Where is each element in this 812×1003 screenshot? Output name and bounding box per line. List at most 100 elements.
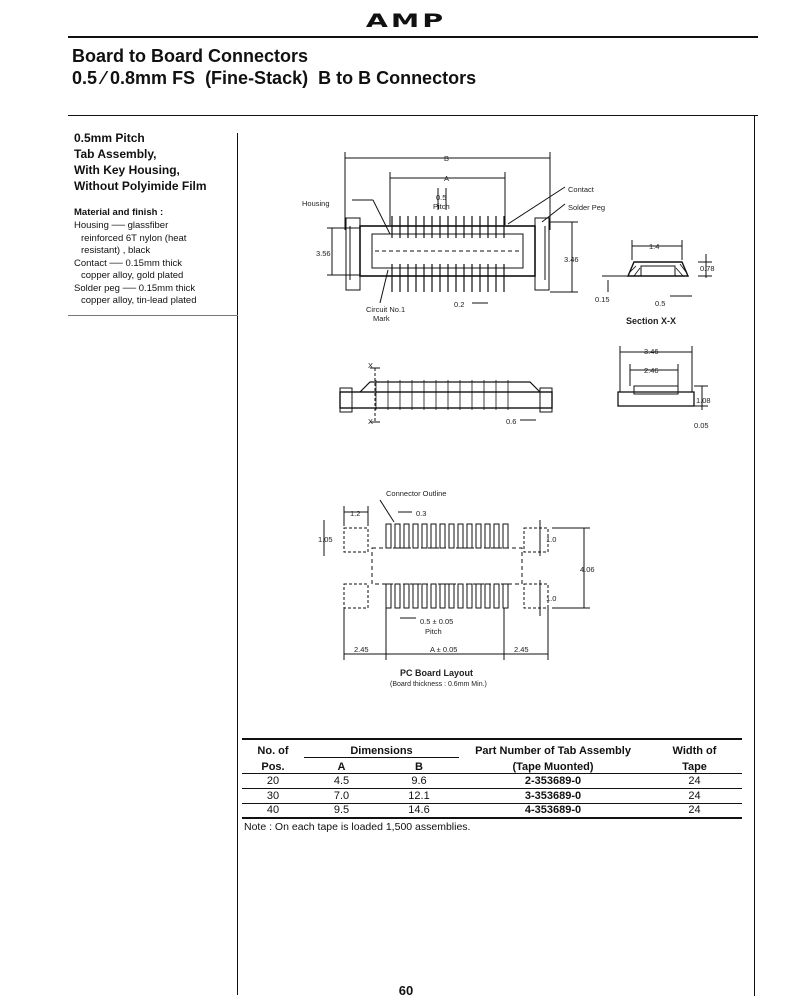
dim-14-label: 1.4 (649, 242, 659, 251)
contact-label: Contact (568, 185, 595, 194)
side-end-view (617, 391, 695, 407)
table-header-row: Pos. A B (Tape Muonted) Tape (242, 757, 742, 773)
cell-a: 7.0 (304, 787, 379, 803)
material-line: copper alloy, gold plated (81, 270, 184, 281)
dim-015-label: 0.15 (595, 295, 610, 304)
table-row: 20 4.5 9.6 2-353689-0 24 (242, 772, 742, 788)
dim-245-right-label: 2.45 (514, 645, 529, 654)
pcb-caption: PC Board Layout (400, 668, 473, 678)
connector-outline (371, 547, 523, 585)
material-line: copper alloy, tin-lead plated (81, 295, 197, 306)
cell-width: 24 (647, 772, 742, 788)
section-profile (626, 261, 690, 277)
upper-contacts (391, 216, 505, 238)
col-header-pos: No. of (242, 738, 304, 757)
dim-356-label: 3.56 (316, 249, 331, 258)
material-line: Housing ── glassfiber (74, 220, 169, 231)
main-view-labels: B A 0.5 Pitch Housing Contact Solder Peg… (302, 154, 605, 323)
pcb-layout (323, 499, 590, 660)
pcb-labels: Connector Outline 1.2 0.3 1.05 1.0 4.06 … (318, 489, 595, 688)
dim-346b-label: 3.46 (644, 347, 659, 356)
section-caption: Section X-X (626, 316, 676, 326)
title-divider (68, 115, 758, 116)
dim-105-label: 1.05 (318, 535, 333, 544)
dim-108-label: 1.08 (696, 396, 711, 405)
dim-a-tol-label: A ± 0.05 (430, 645, 457, 654)
spec-table: No. of Dimensions Part Number of Tab Ass… (242, 738, 742, 819)
table-note: Note : On each tape is loaded 1,500 asse… (244, 821, 471, 833)
cell-pos: 30 (242, 787, 304, 803)
page-subtitle: 0.5 ⁄ 0.8mm FS (Fine-Stack) B to B Conne… (72, 68, 477, 88)
cell-b: 9.6 (379, 772, 459, 788)
table-header-row: No. of Dimensions Part Number of Tab Ass… (242, 738, 742, 758)
technical-drawing: B A 0.5 Pitch Housing Contact Solder Peg… (302, 152, 715, 688)
main-view (327, 152, 578, 304)
dim-06-label: 0.6 (506, 417, 516, 426)
cell-part: 2-353689-0 (459, 772, 647, 788)
pad-pitch-word: Pitch (425, 627, 442, 636)
cell-width: 24 (647, 802, 742, 819)
page-title: Board to Board Connectors (72, 46, 309, 66)
dim-10b-label: 1.0 (546, 594, 556, 603)
material-line: resistant) , black (81, 245, 151, 256)
col-header-width-line2: Tape (682, 760, 707, 773)
dim-078-label: 0.78 (700, 264, 715, 273)
lower-pads (385, 583, 509, 609)
pitch-word: Pitch (433, 202, 450, 211)
sidebar-divider (68, 315, 238, 316)
side-view (339, 346, 708, 423)
table-row: 30 7.0 12.1 3-353689-0 24 (242, 787, 742, 803)
solder-peg-right (534, 217, 550, 291)
right-border (754, 116, 755, 996)
column-divider (237, 133, 238, 995)
dim-10a-label: 1.0 (546, 535, 556, 544)
dim-b-label: B (444, 154, 449, 163)
section-view (602, 240, 712, 297)
peg-pad-top-right (523, 527, 549, 553)
section-marker-top: X (368, 361, 373, 370)
cell-b: 12.1 (379, 787, 459, 803)
material-line: Solder peg ── 0.15mm thick (74, 282, 196, 294)
cell-width: 24 (647, 787, 742, 803)
pad-pitch-value: 0.5 ± 0.05 (420, 617, 453, 626)
side-labels: X X 0.6 3.46 2.46 1.08 0.05 (368, 347, 711, 430)
col-header-part: Part Number of Tab Assembly (459, 738, 647, 757)
table-row: 40 9.5 14.6 4-353689-0 24 (242, 802, 742, 819)
peg-pad-bottom-right (523, 583, 549, 609)
cell-pos: 40 (242, 802, 304, 819)
dim-12-label: 1.2 (350, 509, 360, 518)
product-heading-line: Tab Assembly, (74, 147, 157, 161)
amp-logo: AMP (365, 10, 447, 32)
connector-outline-label: Connector Outline (386, 489, 446, 498)
cell-part: 4-353689-0 (459, 802, 647, 819)
circuit-mark-label: Circuit No.1 (366, 305, 405, 314)
dim-005-label: 0.05 (694, 421, 709, 430)
cell-a: 9.5 (304, 802, 379, 819)
side-body (339, 391, 553, 409)
dim-a-label: A (444, 174, 449, 183)
dim-246-label: 2.46 (644, 366, 659, 375)
product-heading-line: Without Polyimide Film (74, 179, 207, 193)
dim-05-label: 0.5 (655, 299, 665, 308)
dim-245-left-label: 2.45 (354, 645, 369, 654)
col-header-dimensions: Dimensions (304, 738, 459, 758)
product-heading-line: With Key Housing, (74, 163, 180, 177)
material-title: Material and finish : (74, 207, 164, 218)
peg-pad-bottom-left (343, 583, 369, 609)
pcb-subcaption: (Board thickness : 0.6mm Min.) (390, 681, 487, 688)
solder-peg-left (345, 217, 361, 291)
housing-label: Housing (302, 199, 330, 208)
circuit-mark-label: Mark (373, 314, 390, 323)
dim-03-label: 0.3 (416, 509, 426, 518)
page-number: 60 (398, 983, 414, 998)
material-list: Housing ── glassfiber reinforced 6T nylo… (74, 220, 234, 308)
section-marker-bottom: X (368, 417, 373, 426)
dim-346-label: 3.46 (564, 255, 579, 264)
product-heading: 0.5mm Pitch Tab Assembly, With Key Housi… (74, 130, 207, 194)
header-rule (68, 36, 758, 38)
cell-pos: 20 (242, 772, 304, 788)
section-labels: 1.4 0.78 0.15 0.5 Section X-X (595, 242, 715, 326)
dim-02-label: 0.2 (454, 300, 464, 309)
lower-contacts (391, 264, 505, 292)
cell-b: 14.6 (379, 802, 459, 819)
